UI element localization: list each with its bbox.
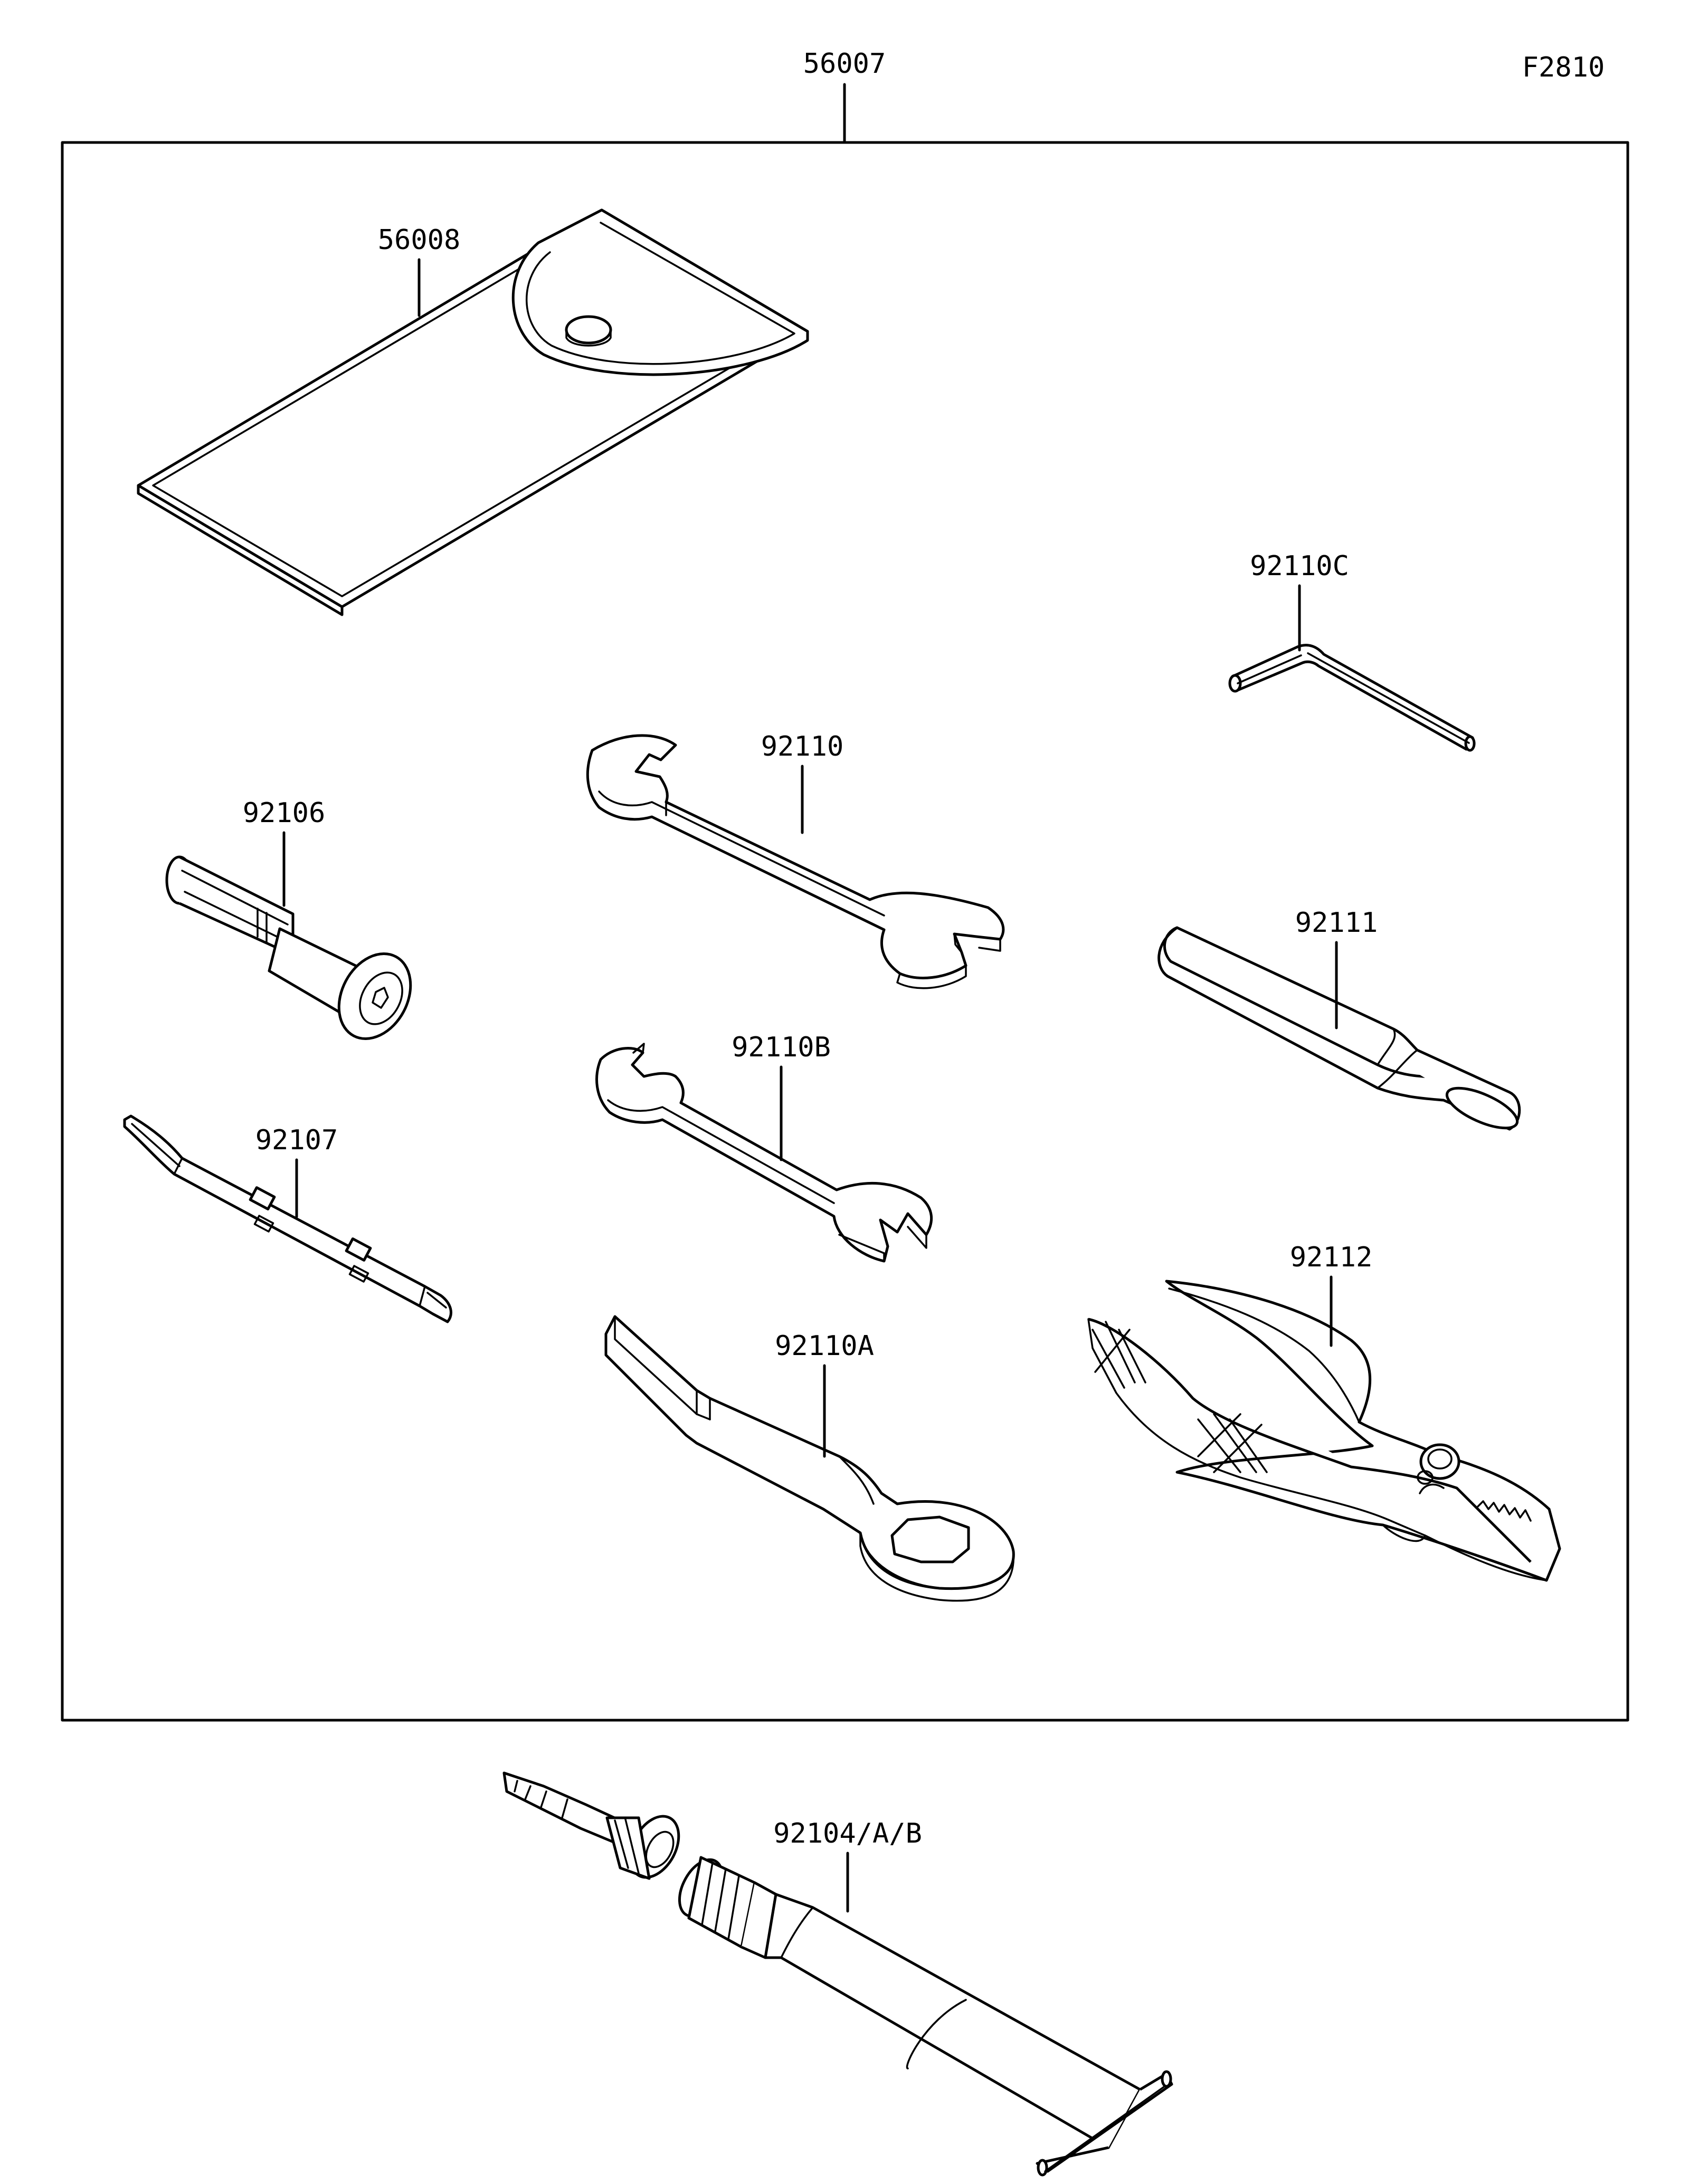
wrench-small-drawing[interactable] [595, 1043, 933, 1263]
label-grease-tube[interactable]: 92104/A/B [773, 1818, 922, 1849]
screwdriver-drawing[interactable] [123, 1114, 452, 1323]
label-pliers[interactable]: 92112 [1290, 1242, 1373, 1273]
allen-key-drawing[interactable] [1228, 644, 1476, 752]
label-pouch[interactable]: 56008 [378, 224, 461, 256]
label-socket-handle[interactable]: 92106 [243, 797, 326, 829]
label-wrench-small[interactable]: 92110B [732, 1032, 831, 1063]
label-screwdriver[interactable]: 92107 [255, 1124, 338, 1156]
box-wrench-drawing[interactable] [604, 1315, 1015, 1602]
diagram-code: F2810 [1522, 52, 1605, 83]
extension-bar-drawing[interactable] [1157, 926, 1523, 1136]
label-kit[interactable]: 56007 [803, 48, 886, 80]
wrench-large-drawing[interactable] [586, 734, 1005, 989]
pliers-drawing[interactable] [1087, 1280, 1561, 1582]
label-extension-bar[interactable]: 92111 [1295, 907, 1378, 939]
kit-frame [61, 83, 1629, 1722]
label-box-wrench[interactable]: 92110A [775, 1330, 874, 1362]
label-allen-key[interactable]: 92110C [1250, 550, 1349, 582]
pouch-drawing[interactable] [137, 208, 809, 616]
socket-handle-drawing[interactable] [165, 855, 425, 1051]
grease-tube-drawing[interactable] [502, 1771, 1173, 2177]
label-wrench-large[interactable]: 92110 [761, 731, 844, 762]
